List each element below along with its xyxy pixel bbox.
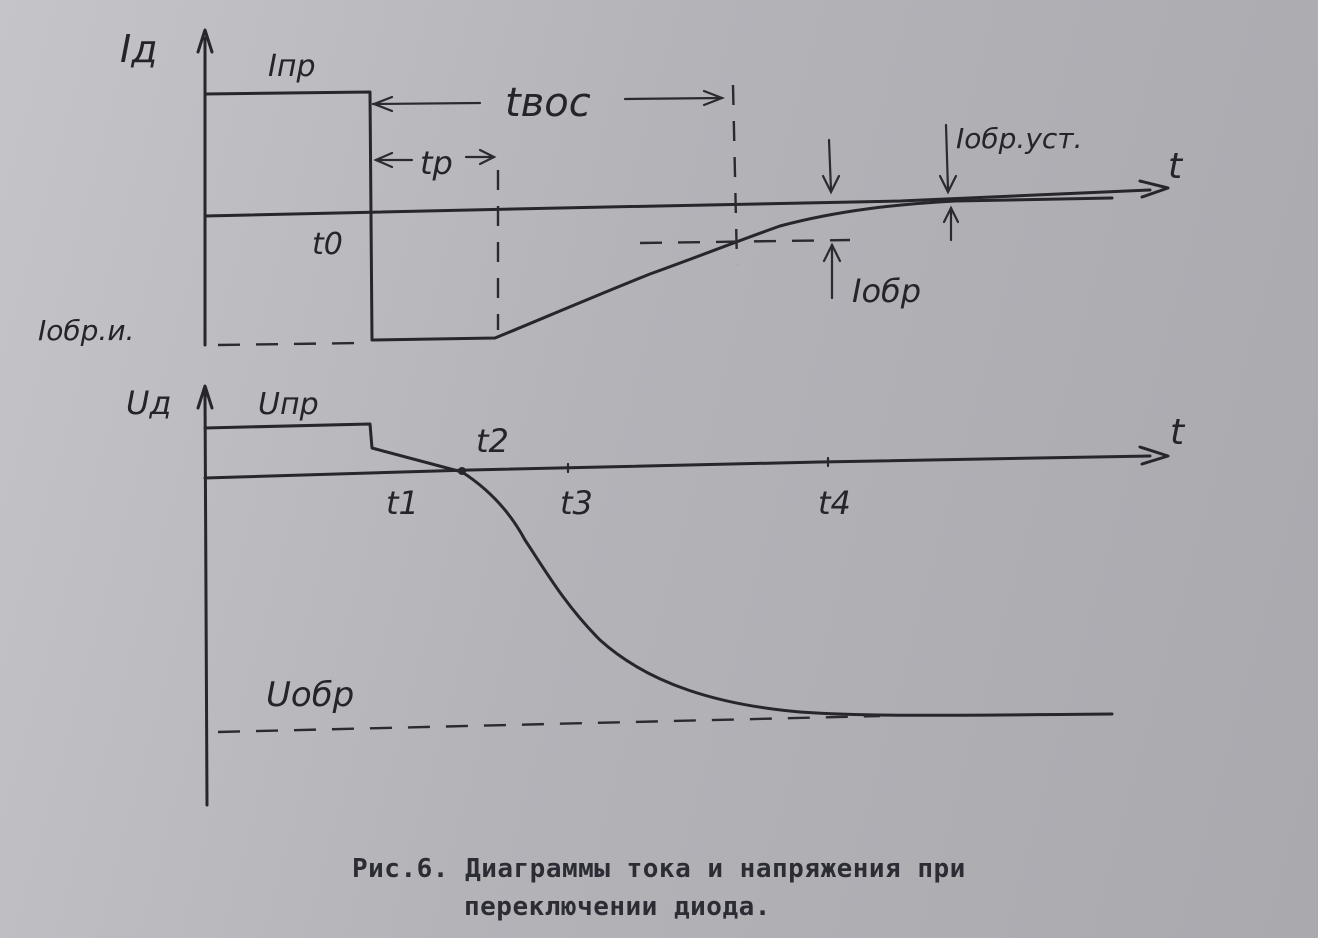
recovery-time-arrowhead-left bbox=[370, 95, 394, 113]
current-y-axis-arrow bbox=[196, 28, 214, 54]
steady-current-marker-down-head bbox=[938, 174, 958, 195]
voltage-y-axis-arrow bbox=[196, 384, 214, 410]
reverse-current-marker-up-head bbox=[822, 242, 842, 263]
t3-label: t3 bbox=[560, 484, 593, 522]
reverse-pulse-current-label: Iобр.и. bbox=[38, 314, 134, 347]
voltage-axis-label: Uд bbox=[126, 384, 172, 422]
steady-current-marker-up-head bbox=[942, 205, 960, 224]
recovery-time-label: tвос bbox=[505, 80, 591, 126]
reverse-current-label: Iобр bbox=[852, 272, 921, 310]
current-axis-label: Iд bbox=[120, 27, 157, 71]
resolution-time-arrowhead-left bbox=[373, 151, 394, 169]
current-diagram: Iд t Iпр tвос tр t0 Iобр.и. Iобр Iобр.ус… bbox=[38, 27, 1184, 347]
current-time-axis bbox=[203, 188, 1152, 218]
current-time-label: t bbox=[1168, 146, 1184, 187]
forward-current-label: Iпр bbox=[268, 49, 316, 84]
reverse-current-marker-down bbox=[827, 138, 833, 192]
voltage-time-label: t bbox=[1170, 412, 1186, 453]
caption-line-1: Рис.6. Диаграммы тока и напряжения при bbox=[352, 854, 966, 884]
recovery-time-arrow-right bbox=[623, 96, 724, 101]
t2-label: t2 bbox=[476, 422, 509, 460]
switch-time-label: t0 bbox=[312, 227, 343, 262]
voltage-time-axis bbox=[203, 454, 1152, 480]
forward-voltage-label: Uпр bbox=[258, 387, 319, 422]
caption-line-2: переключении диода. bbox=[464, 892, 771, 922]
figure-caption: Рис.6. Диаграммы тока и напряжения при п… bbox=[352, 850, 1252, 926]
recovery-time-arrowhead-right bbox=[702, 89, 726, 107]
voltage-time-axis-arrow bbox=[1138, 445, 1170, 466]
resolution-time-label: tр bbox=[420, 144, 453, 182]
current-time-axis-arrow bbox=[1138, 179, 1170, 199]
recovery-time-arrow-left bbox=[371, 101, 482, 106]
t4-label: t4 bbox=[818, 484, 851, 522]
reverse-steady-current-label: Iобр.уст. bbox=[956, 122, 1083, 155]
reverse-voltage-level bbox=[217, 714, 881, 734]
reverse-pulse-current-level bbox=[217, 341, 361, 347]
reverse-current-marker-down-head bbox=[821, 174, 841, 195]
voltage-y-axis bbox=[203, 390, 209, 807]
resolution-time-arrowhead-right bbox=[478, 148, 497, 166]
voltage-diagram: Uд t Uпр Uобр t1 t2 t3 t4 bbox=[126, 384, 1186, 807]
recovery-time-boundary bbox=[731, 84, 739, 266]
reverse-current-threshold bbox=[639, 238, 851, 245]
t1-label: t1 bbox=[386, 484, 419, 522]
current-waveform bbox=[203, 90, 1114, 342]
steady-current-marker-down bbox=[944, 123, 950, 192]
voltage-waveform bbox=[203, 422, 1114, 717]
reverse-voltage-label: Uобр bbox=[266, 675, 354, 715]
t2-point bbox=[458, 467, 466, 475]
